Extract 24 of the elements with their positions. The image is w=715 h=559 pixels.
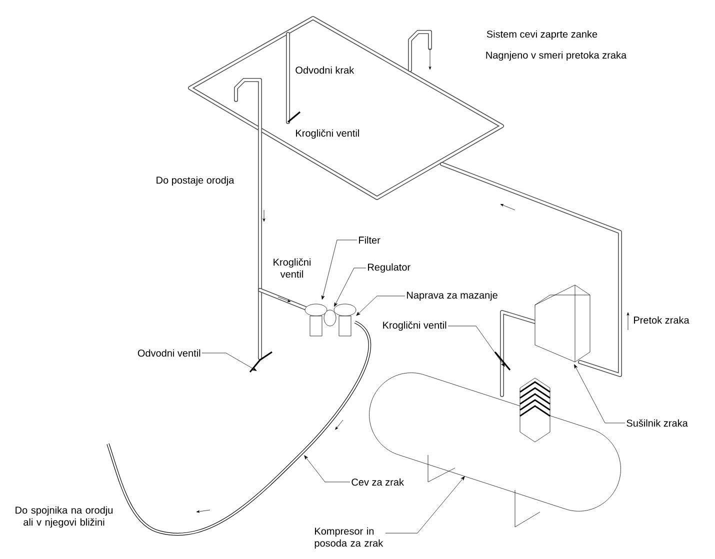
leader-line	[321, 240, 358, 300]
part-label: Regulator	[368, 263, 410, 273]
callout-label: Nagnjeno v smeri pretoka zraka	[486, 51, 627, 61]
leader-line	[574, 364, 626, 424]
callout-label: Kroglični ventil	[296, 129, 359, 139]
part-label: Sušilnik zraka	[626, 419, 688, 427]
leader-line	[304, 455, 350, 482]
callout-label: Do spojnika na orodju ali v njegovi bližini	[16, 506, 112, 528]
part-label: Odvodni ventil	[138, 349, 200, 357]
part-label: Cev za zrak	[352, 478, 404, 486]
part-label: Kroglični ventil	[383, 321, 446, 331]
part-label: Naprava za mazanje	[407, 291, 498, 301]
leader-line	[385, 476, 465, 534]
callout-label: Pretok zraka	[634, 316, 690, 324]
callout-label: Do postaje orodja	[156, 176, 234, 186]
part-label: Filter	[359, 236, 380, 244]
callout-label: Odvodni krak	[296, 66, 354, 74]
callout-label: Sistem cevi zaprte zanke	[486, 30, 598, 40]
part-label: Kompresor in posoda za zrak	[314, 527, 384, 549]
leader-line	[356, 296, 406, 316]
leader-line	[202, 352, 257, 371]
leader-line	[334, 268, 366, 307]
leader-line	[448, 326, 505, 367]
callout-label: Kroglični ventil	[274, 258, 310, 278]
